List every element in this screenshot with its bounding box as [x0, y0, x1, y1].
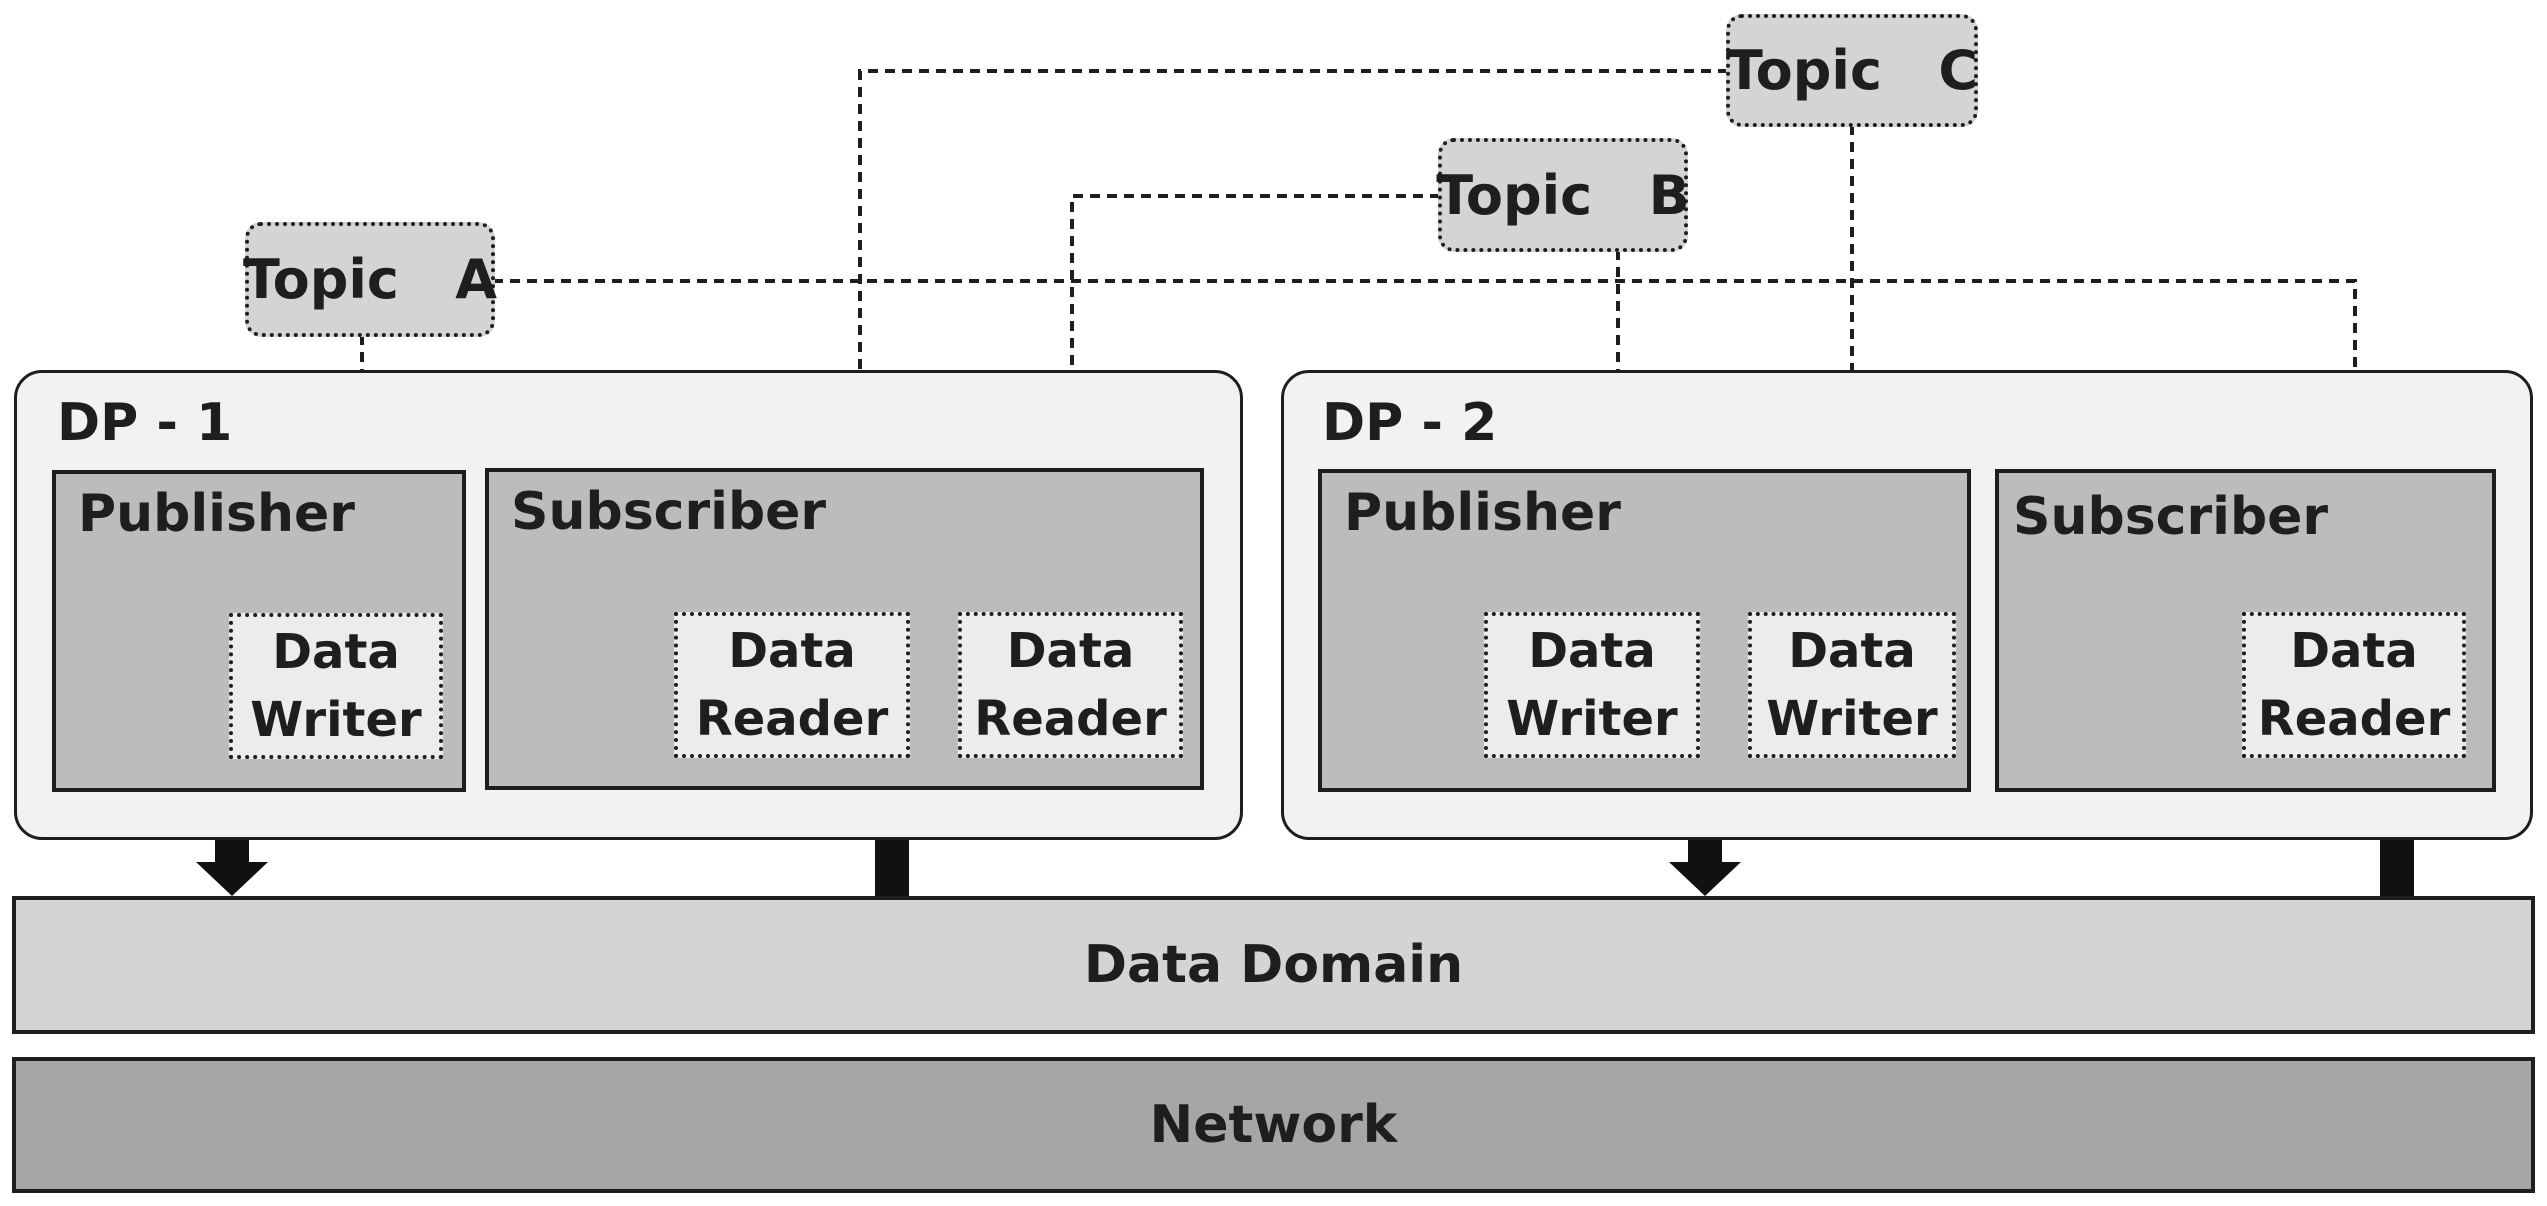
dp2-data-writer-1-line1: Data	[1528, 623, 1656, 679]
dp2-data-reader-line2: Reader	[2257, 691, 2451, 747]
dp2-data-writer-2-line1: Data	[1788, 623, 1916, 679]
dp1-data-reader-2-line1: Data	[1006, 623, 1135, 679]
dp2-subscriber-label: Subscriber	[2013, 487, 2329, 547]
dp1-publisher-label: Publisher	[78, 484, 355, 544]
dp1-data-writer-line2: Writer	[250, 692, 422, 748]
dp1-data-reader-1-line2: Reader	[695, 691, 889, 747]
dp1-title: DP - 1	[57, 393, 233, 453]
dp1-data-reader-1-line1: Data	[728, 623, 856, 679]
dp2-publisher-label: Publisher	[1344, 483, 1621, 543]
topic-b-box: Topic B	[1436, 138, 1690, 252]
dp1-subscriber-label: Subscriber	[511, 482, 827, 542]
dp2-data-writer-1-line2: Writer	[1506, 691, 1678, 747]
dp2-data-writer-1: Data Writer	[1484, 612, 1700, 758]
topic-c-box: Topic C	[1726, 14, 1978, 127]
dp2-title: DP - 2	[1322, 393, 1498, 453]
dp1-data-writer-line1: Data	[272, 624, 400, 680]
dp1-publisher-down-arrow	[196, 790, 268, 896]
dp2-data-writer-2-line2: Writer	[1766, 691, 1938, 747]
dp1-data-reader-1: Data Reader	[674, 612, 910, 758]
dp2-data-writer-2: Data Writer	[1748, 612, 1956, 758]
dp2-publisher-down-arrow	[1669, 790, 1741, 896]
dp1-data-reader-2-line2: Reader	[974, 691, 1167, 747]
dp2-data-reader: Data Reader	[2242, 612, 2466, 758]
dp1-data-reader-2: Data Reader	[958, 612, 1183, 758]
dp2-data-reader-line1: Data	[2290, 623, 2418, 679]
data-domain-band: Data Domain	[12, 896, 2535, 1034]
network-band: Network	[12, 1057, 2535, 1193]
topic-a-box: Topic A	[243, 222, 497, 337]
dp1-data-writer: Data Writer	[229, 613, 443, 759]
